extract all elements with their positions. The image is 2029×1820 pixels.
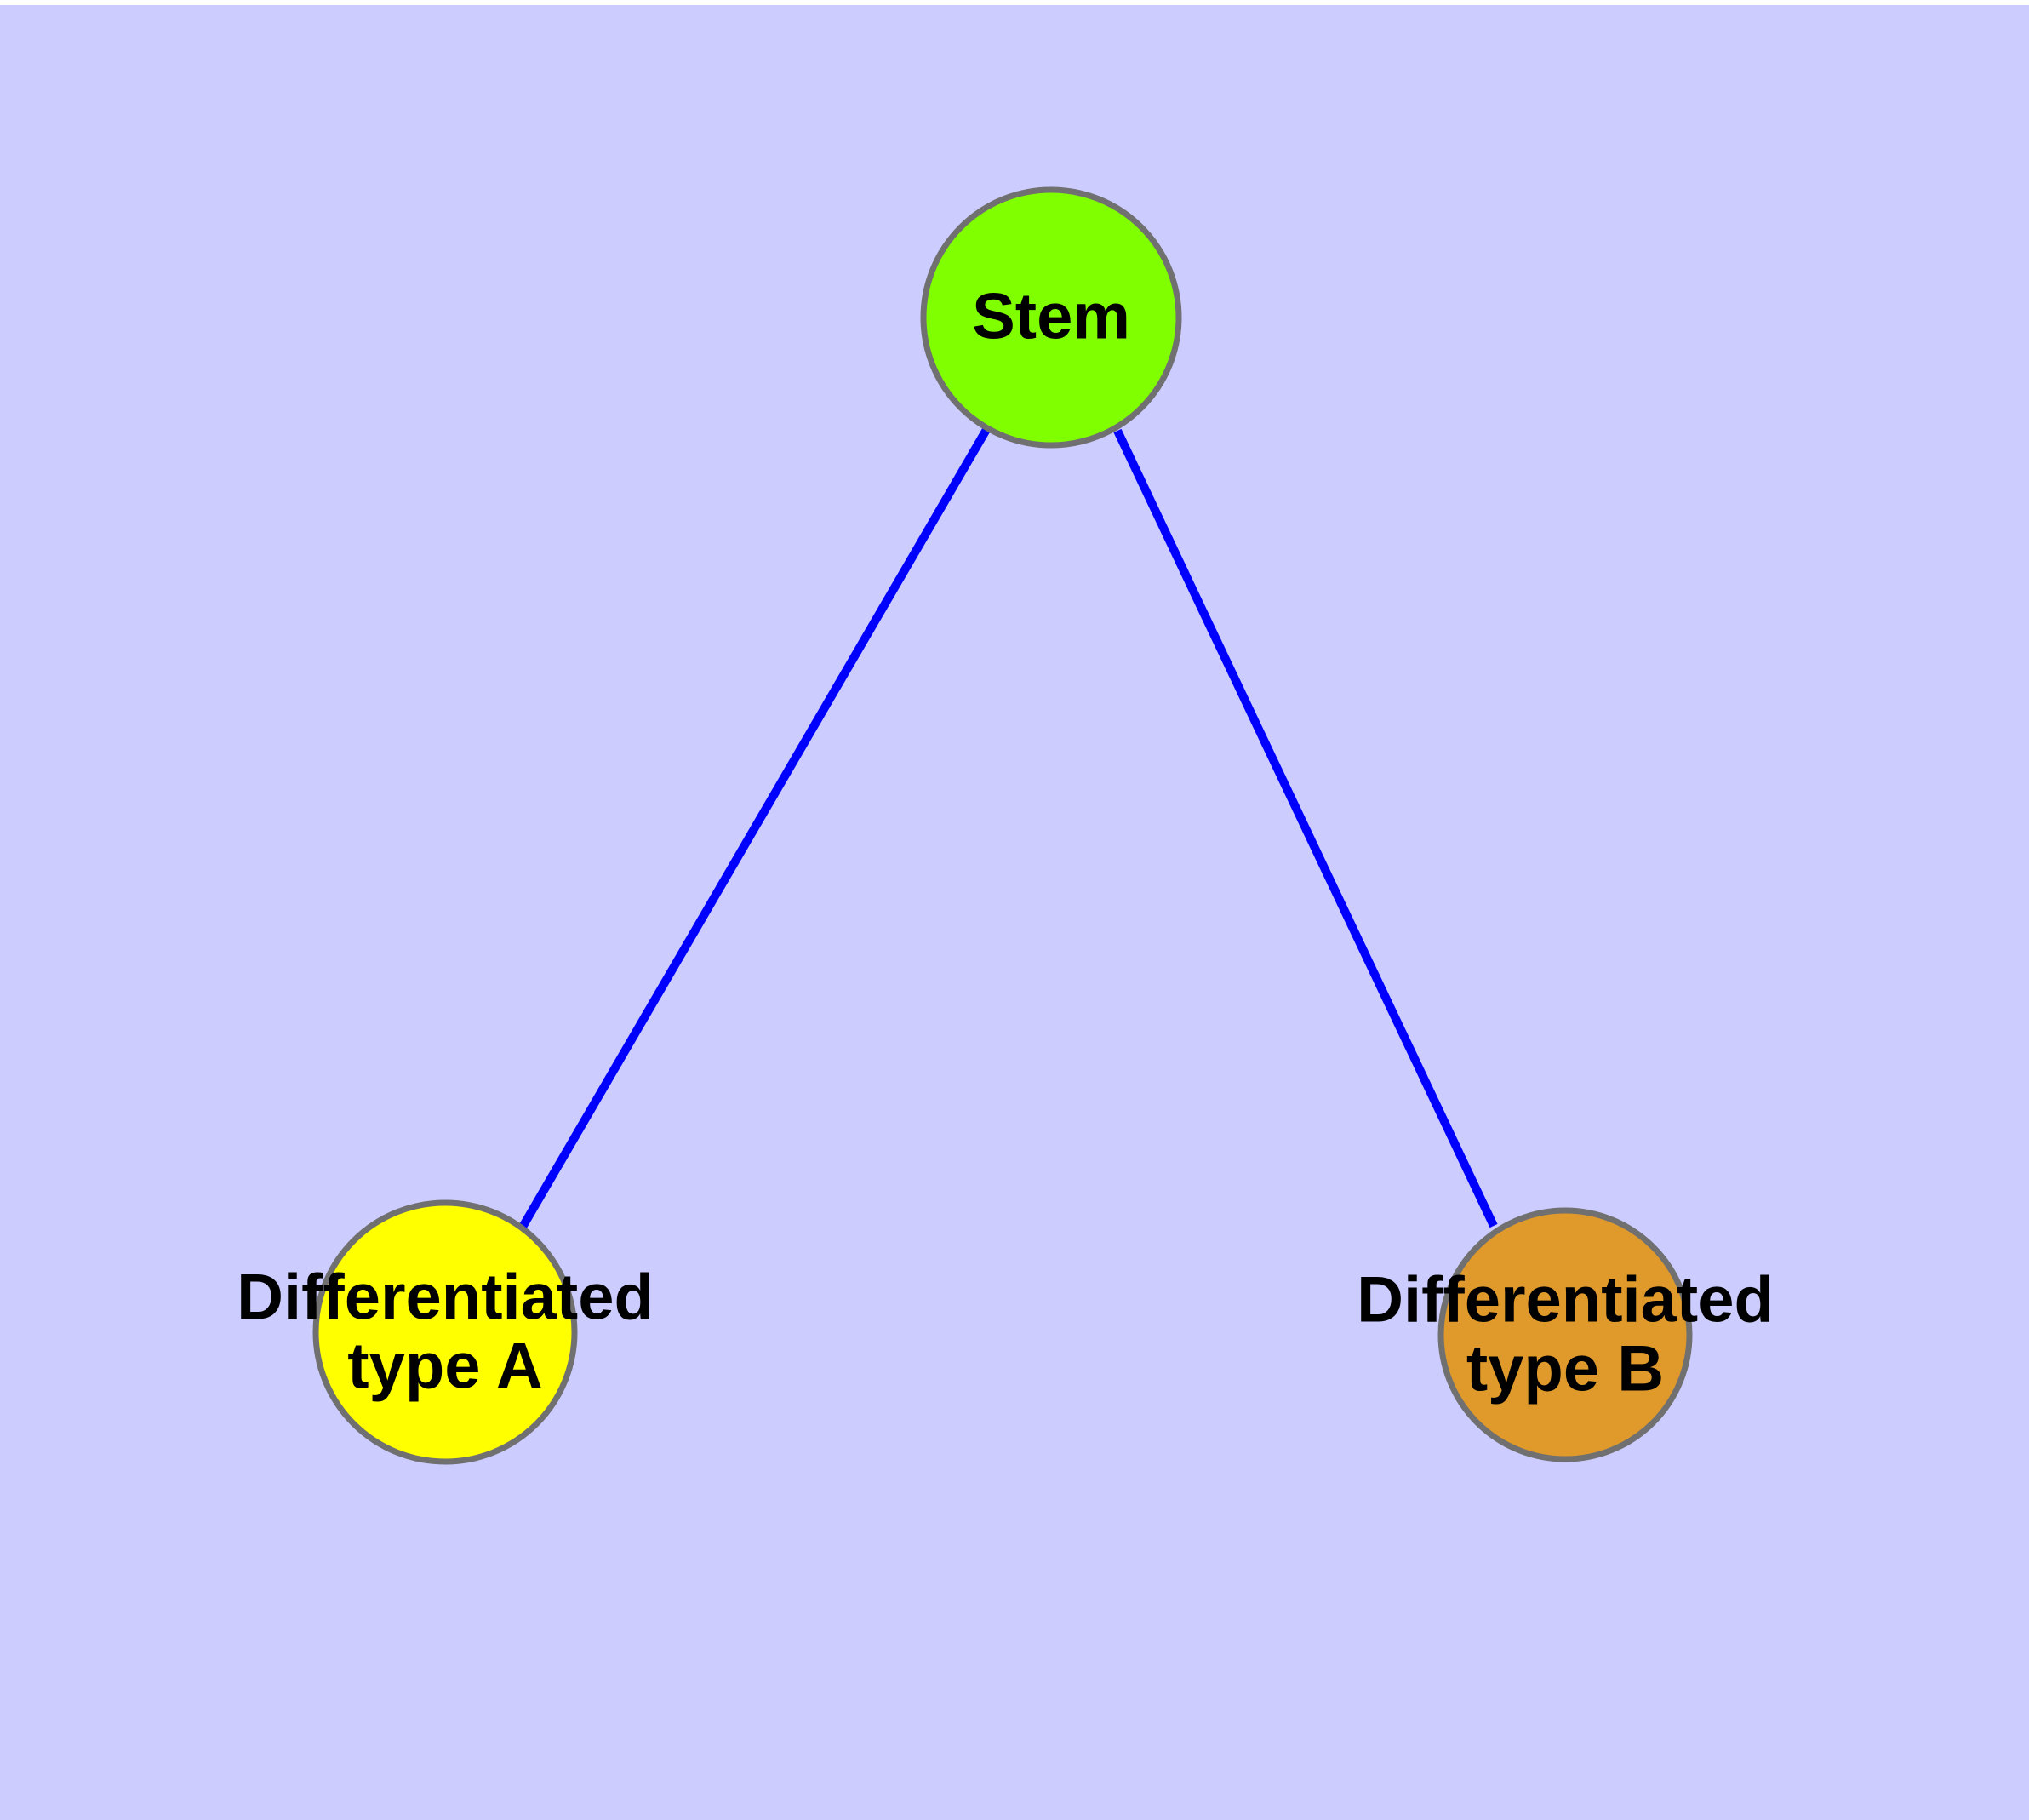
edge-stem-to-differentiated-type-b[interactable] — [1113, 428, 1498, 1228]
node-differentiated-type-a[interactable] — [312, 1199, 578, 1465]
graph-svg — [312, 186, 1693, 1465]
edge-stem-to-differentiated-type-a[interactable] — [517, 426, 992, 1231]
node-stem[interactable] — [920, 186, 1182, 449]
node-differentiated-type-b[interactable] — [1437, 1207, 1693, 1462]
edge-layer — [517, 426, 1498, 1231]
node-layer — [312, 186, 1693, 1465]
graph-plot-area: Stem Differentiated type A Differentiate… — [0, 5, 2029, 1820]
